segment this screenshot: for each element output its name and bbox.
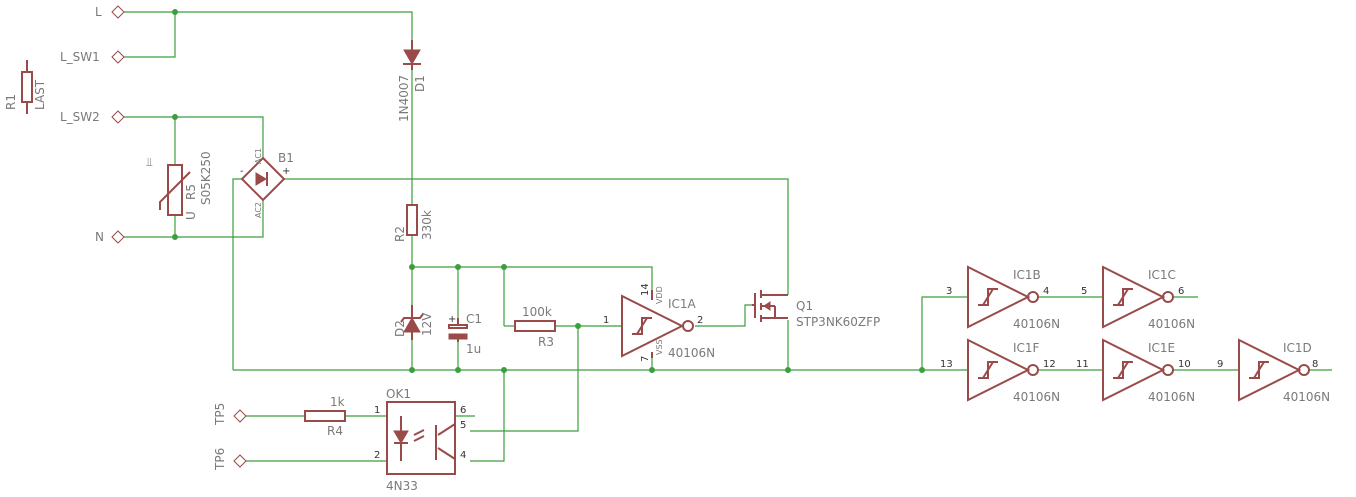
r3-value: 100k <box>522 305 552 319</box>
r3-ref: R3 <box>538 335 554 349</box>
ic1b-value: 40106N <box>1013 317 1060 331</box>
r5-mark: U <box>184 211 198 220</box>
ic1c-pin-in: 5 <box>1081 286 1087 297</box>
resistor-r1[interactable]: R1 LAST <box>4 60 47 114</box>
schmitt-inverter-ic1e[interactable]: IC1E 40106N 11 10 <box>1076 338 1195 404</box>
ic1d-pin-out: 8 <box>1312 359 1318 370</box>
ic1b-ref: IC1B <box>1013 268 1041 282</box>
ok1-pin-5: 5 <box>460 420 466 431</box>
ok1-pin-4: 4 <box>460 450 466 461</box>
resistor-r4[interactable]: 1k R4 <box>304 395 346 438</box>
d2-ref: D2 <box>393 320 407 337</box>
ic1f-pin-in: 13 <box>940 359 953 370</box>
r5-value: S05K250 <box>199 151 213 205</box>
ok1-ref: OK1 <box>386 387 411 401</box>
schmitt-inverter-ic1b[interactable]: IC1B 40106N 3 4 <box>946 265 1060 331</box>
connector-l-sw1-label: L_SW1 <box>60 50 100 64</box>
ic1e-pin-in: 11 <box>1076 359 1089 370</box>
ic1a-pin-in: 1 <box>603 315 609 326</box>
resistor-r2[interactable]: R2 330k <box>393 204 434 242</box>
r4-ref: R4 <box>327 424 343 438</box>
schmitt-inverter-ic1d[interactable]: IC1D 40106N 9 8 <box>1217 338 1330 404</box>
ic1d-ref: IC1D <box>1283 341 1312 355</box>
resistor-r3[interactable]: 100k R3 <box>514 305 556 349</box>
ic1e-value: 40106N <box>1148 390 1195 404</box>
connector-l-sw2[interactable]: L_SW2 <box>60 110 125 124</box>
ic1b-pin-out: 4 <box>1043 286 1049 297</box>
ic1d-pin-in: 9 <box>1217 359 1223 370</box>
b1-pin-ac1: AC1 <box>254 148 263 164</box>
r2-value: 330k <box>420 210 434 240</box>
d1-ref: D1 <box>413 75 427 92</box>
d2-value: 12V <box>420 312 434 336</box>
ic1a-pin-vdd: 14 <box>640 283 651 296</box>
ic1a-value: 40106N <box>668 346 715 360</box>
ic1c-pin-out: 6 <box>1178 286 1184 297</box>
ic1a-vss-label: VSS <box>655 339 664 355</box>
q1-ref: Q1 <box>796 299 813 313</box>
ic1d-value: 40106N <box>1283 390 1330 404</box>
c1-plus: + <box>448 314 456 325</box>
ic1c-ref: IC1C <box>1148 268 1176 282</box>
connector-tp6-label: TP6 <box>213 448 227 471</box>
b1-ref: B1 <box>278 151 294 165</box>
ic1a-pin-vss: 7 <box>640 356 651 362</box>
b1-pin-ac2: AC2 <box>254 202 263 218</box>
ic1b-pin-in: 3 <box>946 286 952 297</box>
schmitt-inverter-ic1c[interactable]: IC1C 40106N 5 6 <box>1081 265 1195 331</box>
r1-ref: R1 <box>4 94 18 110</box>
connector-tp6[interactable]: TP6 <box>213 448 247 471</box>
schmitt-inverter-ic1f[interactable]: IC1F 40106N 13 12 <box>940 338 1060 404</box>
d1-value: 1N4007 <box>397 75 411 122</box>
connector-tp5-label: TP5 <box>213 403 227 426</box>
ic1f-value: 40106N <box>1013 390 1060 404</box>
connector-l-label: L <box>95 5 102 19</box>
capacitor-c1[interactable]: + C1 1u <box>448 312 482 356</box>
ic1e-pin-out: 10 <box>1178 359 1191 370</box>
connector-tp5[interactable]: TP5 <box>213 403 247 426</box>
diode-d1[interactable]: 1N4007 D1 <box>397 40 427 122</box>
bridge-rectifier-b1[interactable]: B1 AC1 AC2 - + <box>240 148 294 218</box>
ic1a-pin-out: 2 <box>697 315 703 326</box>
zener-diode-d2[interactable]: D2 12V <box>393 305 434 340</box>
r4-value: 1k <box>330 395 345 409</box>
c1-value: 1u <box>466 342 481 356</box>
ic1f-pin-out: 12 <box>1043 359 1056 370</box>
r5-voltage-symbol: ⫫ <box>146 155 153 169</box>
ic1f-ref: IC1F <box>1013 341 1040 355</box>
connector-n-label: N <box>95 230 104 244</box>
b1-plus: + <box>282 166 290 177</box>
optocoupler-ok1[interactable]: OK1 4N33 1 2 4 5 6 <box>374 387 466 493</box>
ok1-pin-2: 2 <box>374 450 380 461</box>
mosfet-q1[interactable]: Q1 STP3NK60ZFP <box>752 290 880 329</box>
ok1-pin-6: 6 <box>460 405 466 416</box>
junctions <box>172 9 925 373</box>
connector-n[interactable]: N <box>95 230 125 244</box>
ok1-pin-1: 1 <box>374 405 380 416</box>
r1-value: LAST <box>33 79 47 110</box>
connector-l[interactable]: L <box>95 5 125 19</box>
q1-value: STP3NK60ZFP <box>796 315 880 329</box>
schmitt-inverter-ic1a[interactable]: IC1A 40106N 1 2 14 7 VDD VSS <box>603 283 715 362</box>
c1-ref: C1 <box>466 312 482 326</box>
ic1c-value: 40106N <box>1148 317 1195 331</box>
wires <box>118 11 1332 462</box>
connector-l-sw2-label: L_SW2 <box>60 110 100 124</box>
ic1a-vdd-label: VDD <box>655 286 664 304</box>
ic1e-ref: IC1E <box>1148 341 1175 355</box>
connector-l-sw1[interactable]: L_SW1 <box>60 50 125 64</box>
ic1a-ref: IC1A <box>668 297 697 311</box>
r2-ref: R2 <box>393 226 407 242</box>
r5-ref: R5 <box>184 184 198 200</box>
b1-minus: - <box>240 166 244 177</box>
varistor-r5[interactable]: R5 S05K250 U ⫫ <box>146 151 213 220</box>
ok1-value: 4N33 <box>386 479 418 493</box>
